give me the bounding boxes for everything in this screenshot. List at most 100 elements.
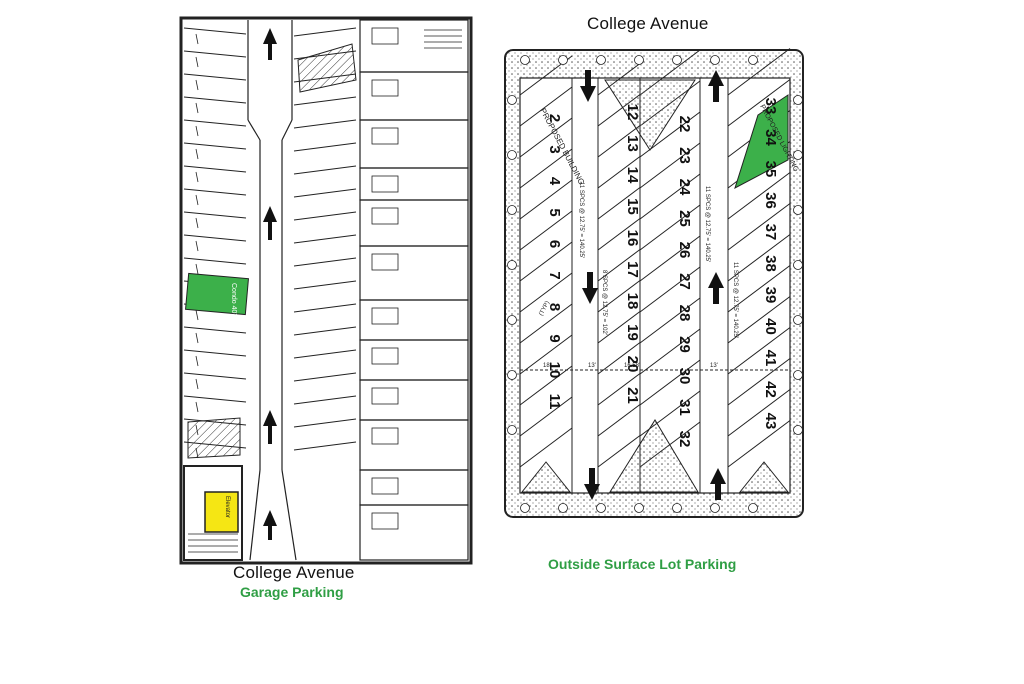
lot-space-number: 2 xyxy=(546,114,563,122)
garage-wheel-stop xyxy=(195,309,199,321)
lot-space-number: 41 xyxy=(762,350,779,367)
tree-symbol xyxy=(672,503,682,513)
lot-space-number: 39 xyxy=(762,287,779,304)
lot-island-top-center xyxy=(604,79,696,151)
garage-stall-divider xyxy=(183,142,247,150)
surface-lot-plan: 2345678910111213141516171819202122232425… xyxy=(504,48,804,518)
lot-space-number: 20 xyxy=(624,356,641,373)
lot-space-number: 15 xyxy=(624,198,641,215)
lot-stall-line xyxy=(519,179,573,220)
unit-fixture xyxy=(371,79,399,97)
lot-stall-line xyxy=(727,265,791,313)
lot-space-number: 23 xyxy=(676,147,693,164)
residential-unit xyxy=(359,299,469,341)
garage-stall-divider xyxy=(183,27,247,35)
lot-space-number: 37 xyxy=(762,224,779,241)
lot-stall-line xyxy=(519,210,573,251)
lot-space-number: 43 xyxy=(762,413,779,430)
garage-wheel-stop xyxy=(195,240,199,252)
residential-unit xyxy=(359,167,469,201)
garage-wheel-stop xyxy=(195,79,199,91)
lot-space-number: 36 xyxy=(762,192,779,209)
residential-unit xyxy=(359,379,469,421)
unit-fixture xyxy=(371,207,399,225)
condo-407-space xyxy=(185,272,249,316)
lot-space-number: 28 xyxy=(676,305,693,322)
garage-wheel-stop xyxy=(195,33,199,45)
lot-space-number: 27 xyxy=(676,273,693,290)
garage-wheel-stop xyxy=(195,217,199,229)
tree-symbol xyxy=(558,503,568,513)
garage-stall-divider xyxy=(293,165,357,175)
condo-407-label: Condo 407 xyxy=(230,283,237,317)
tree-symbol xyxy=(507,260,517,270)
garage-stairs xyxy=(188,533,238,553)
garage-stall-divider xyxy=(183,372,247,380)
garage-stall-divider xyxy=(183,257,247,265)
lot-tree-symbols xyxy=(507,55,803,513)
lot-space-number: 11 xyxy=(546,394,563,410)
unit-fixture xyxy=(371,512,399,530)
lot-stall-line xyxy=(639,235,701,282)
garage-floor-plan: Condo 407 Elevator xyxy=(179,16,473,565)
lot-stall-line xyxy=(597,342,641,375)
garage-street-label: College Avenue xyxy=(233,563,355,582)
lot-stall-line xyxy=(519,365,573,406)
lot-stall-line xyxy=(727,296,791,344)
tree-symbol xyxy=(507,425,517,435)
garage-stall-divider xyxy=(293,142,357,152)
garage-flow-arrows xyxy=(263,28,277,540)
lot-space-number: 12 xyxy=(624,104,641,121)
lot-space-number: 30 xyxy=(676,368,693,385)
lot-space-number: 9 xyxy=(546,334,563,342)
lot-stall-line xyxy=(639,266,701,313)
lot-space-34-highlight xyxy=(734,94,789,190)
lot-space-number: 24 xyxy=(676,179,693,196)
tree-symbol xyxy=(634,503,644,513)
lot-space-number: 33 xyxy=(762,98,779,115)
garage-hatched-area-bottom xyxy=(187,417,241,459)
lot-stall-line xyxy=(597,249,641,282)
garage-stall-divider xyxy=(293,257,357,267)
tree-symbol xyxy=(507,150,517,160)
garage-left-stalls xyxy=(183,27,247,459)
garage-stall-divider xyxy=(293,418,357,428)
unit-fixture xyxy=(371,253,399,271)
garage-stall-divider xyxy=(183,326,247,334)
unit-fixture xyxy=(371,477,399,495)
tree-symbol xyxy=(793,150,803,160)
lot-stall-line xyxy=(597,187,641,220)
lot-space-number: 18 xyxy=(624,293,641,310)
lot-space-number: 16 xyxy=(624,230,641,247)
tree-symbol xyxy=(634,55,644,65)
lot-space-number: 29 xyxy=(676,336,693,353)
lot-space-number: 25 xyxy=(676,210,693,227)
lot-stall-line xyxy=(727,203,791,251)
tree-symbol xyxy=(748,55,758,65)
garage-wheel-stop xyxy=(195,102,199,114)
tree-symbol xyxy=(748,503,758,513)
lot-stall-line xyxy=(597,125,641,158)
lot-stall-line xyxy=(727,79,791,127)
tree-symbol xyxy=(672,55,682,65)
residential-unit xyxy=(359,419,469,471)
lot-space-number: 35 xyxy=(762,161,779,178)
garage-wheel-stop xyxy=(195,401,199,413)
lot-stall-line xyxy=(597,156,641,189)
elevator-shaft xyxy=(183,465,243,561)
garage-stall-divider xyxy=(293,211,357,221)
lot-stall-line xyxy=(727,172,791,220)
unit-fixture xyxy=(371,27,399,45)
lot-space-number: 6 xyxy=(546,240,563,248)
tree-symbol xyxy=(520,503,530,513)
tree-symbol xyxy=(507,370,517,380)
residential-unit xyxy=(359,504,469,561)
tree-symbol xyxy=(558,55,568,65)
garage-hatched-area-top xyxy=(297,43,357,93)
garage-stall-divider xyxy=(183,50,247,58)
unit-fixture xyxy=(371,427,399,445)
residential-unit xyxy=(359,199,469,247)
garage-stall-divider xyxy=(293,234,357,244)
garage-stall-divider xyxy=(293,395,357,405)
